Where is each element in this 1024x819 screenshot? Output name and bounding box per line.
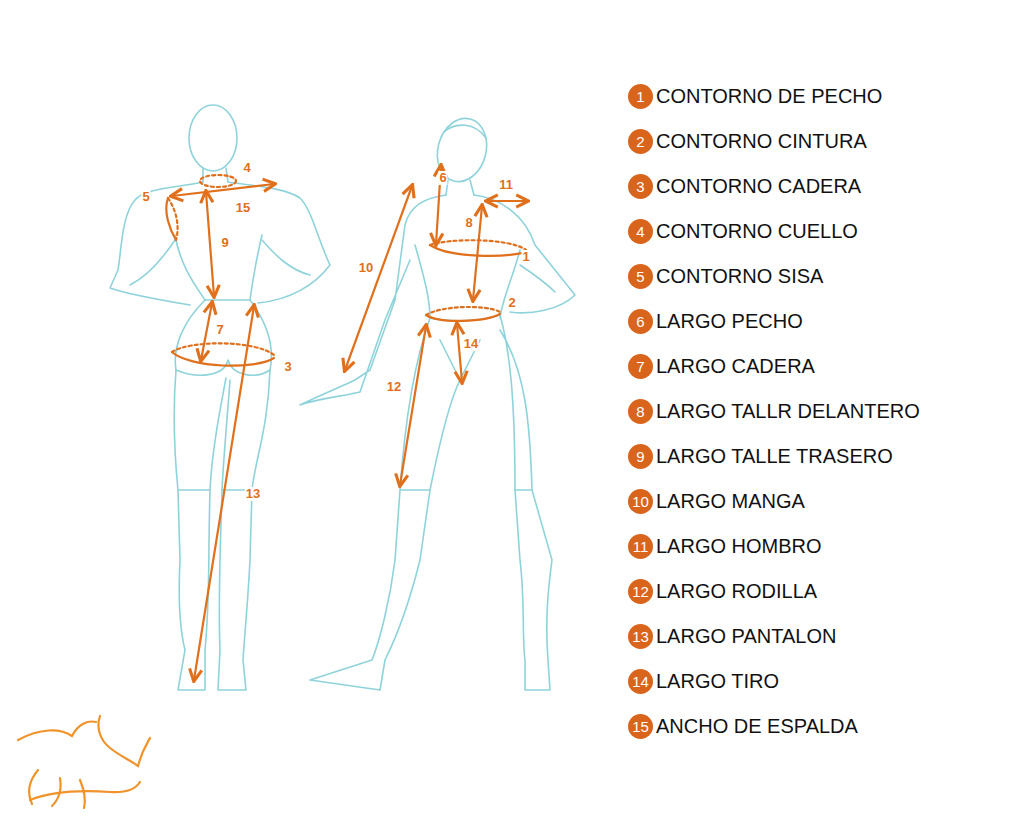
legend-row: 15ANCHO DE ESPALDA [628,714,858,739]
legend-number: 9 [628,444,653,469]
legend-number: 11 [628,534,653,559]
callout-number: 13 [245,487,261,501]
callout-number: 9 [220,236,229,250]
legend-text: LARGO PANTALON [656,625,836,648]
legend-row: 14LARGO TIRO [628,669,779,694]
legend-text: LARGO TIRO [656,670,779,693]
legend-number: 2 [628,129,653,154]
callout-number: 4 [242,161,251,175]
legend-row: 6LARGO PECHO [628,309,803,334]
legend-number: 15 [628,714,653,739]
callout-number: 14 [463,337,479,351]
legend-row: 1CONTORNO DE PECHO [628,84,882,109]
legend-row: 12LARGO RODILLA [628,579,817,604]
legend-row: 8LARGO TALLR DELANTERO [628,399,920,424]
callout-number: 3 [283,360,292,374]
legend-row: 7LARGO CADERA [628,354,815,379]
legend-row: 2CONTORNO CINTURA [628,129,867,154]
legend-row: 11LARGO HOMBRO [628,534,822,559]
legend-number: 6 [628,309,653,334]
legend-text: CONTORNO SISA [656,265,823,288]
legend-row: 5CONTORNO SISA [628,264,823,289]
legend-number: 13 [628,624,653,649]
legend-text: LARGO TALLE TRASERO [656,445,893,468]
legend-text: LARGO CADERA [656,355,815,378]
legend-number: 8 [628,399,653,424]
legend-text: LARGO TALLR DELANTERO [656,400,920,423]
legend-text: LARGO RODILLA [656,580,817,603]
legend-text: LARGO PECHO [656,310,803,333]
callout-number: 1 [521,250,530,264]
legend-text: CONTORNO CADERA [656,175,861,198]
callout-number: 6 [438,171,447,185]
legend-row: 4CONTORNO CUELLO [628,219,858,244]
legend-text: CONTORNO CINTURA [656,130,867,153]
callout-number: 10 [358,261,374,275]
callout-number: 12 [386,380,402,394]
legend-text: LARGO HOMBRO [656,535,822,558]
callout-number: 8 [464,216,473,230]
legend-text: CONTORNO CUELLO [656,220,858,243]
callout-number: 5 [141,190,150,204]
callout-number: 15 [235,201,251,215]
legend-number: 14 [628,669,653,694]
legend-number: 12 [628,579,653,604]
legend-number: 3 [628,174,653,199]
legend-number: 7 [628,354,653,379]
legend-row: 9LARGO TALLE TRASERO [628,444,893,469]
legend-number: 10 [628,489,653,514]
legend-row: 3CONTORNO CADERA [628,174,861,199]
legend-number: 1 [628,84,653,109]
legend-text: ANCHO DE ESPALDA [656,715,858,738]
legend-number: 4 [628,219,653,244]
callout-number: 7 [215,323,224,337]
legend-text: LARGO MANGA [656,490,805,513]
legend-text: CONTORNO DE PECHO [656,85,882,108]
callout-number: 11 [498,178,514,192]
callout-number: 2 [507,296,516,310]
legend-row: 10LARGO MANGA [628,489,805,514]
legend-number: 5 [628,264,653,289]
legend-row: 13LARGO PANTALON [628,624,836,649]
